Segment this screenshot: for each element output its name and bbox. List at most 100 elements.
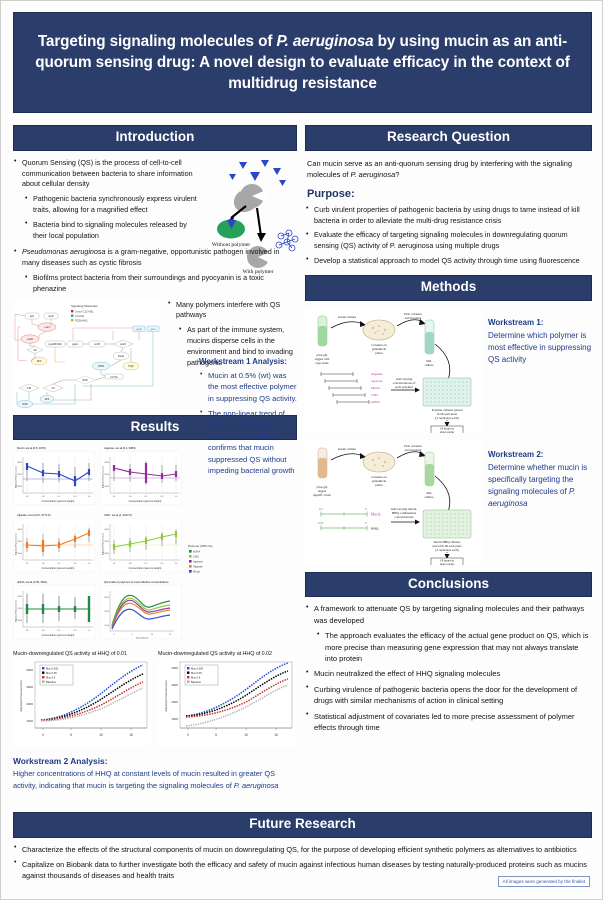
svg-text:pSA-gfp: pSA-gfp bbox=[317, 353, 328, 357]
svg-text:(2 replicates each): (2 replicates each) bbox=[435, 416, 458, 420]
svg-text:plate reader: plate reader bbox=[440, 562, 455, 565]
svg-text:Pick colonies: Pick colonies bbox=[404, 312, 422, 316]
svg-text:1000: 1000 bbox=[171, 717, 178, 721]
svg-text:4000: 4000 bbox=[17, 596, 22, 598]
svg-text:ΔpqsBC strain: ΔpqsBC strain bbox=[312, 493, 332, 497]
chart-cmc-dose-response: CMC: est at (1, 4027.6) bbox=[99, 513, 183, 577]
workstream2-label: Workstream 2: bbox=[488, 449, 544, 459]
chart-title: Mucin: est at (0.5, 3476) bbox=[17, 446, 46, 451]
polymer-sub-bullet-list: As part of the immune system, mucins dis… bbox=[178, 325, 297, 368]
purpose-bullets: Curb virulent properties of pathogenic b… bbox=[305, 204, 592, 267]
svg-text:QS-2: QS-2 bbox=[150, 329, 156, 331]
workstream1-label: Workstream 1: bbox=[488, 317, 544, 327]
species-name: P. aeruginosa bbox=[488, 486, 576, 509]
list-item-text: is a gram-negative, opportunistic pathog… bbox=[22, 247, 280, 268]
svg-text:2500: 2500 bbox=[104, 611, 109, 613]
svg-text:10: 10 bbox=[99, 733, 103, 737]
svg-text:18 hours in: 18 hours in bbox=[440, 558, 454, 562]
list-item: Pseudomonas aeruginosa is a gram-negativ… bbox=[13, 247, 297, 269]
analysis-heading: Workstream 1 Analysis: bbox=[199, 357, 287, 366]
svg-text:rhlI: rhlI bbox=[51, 387, 55, 390]
chart-title: Mucin-downregulated QS activity at HHQ o… bbox=[158, 651, 272, 658]
analysis-text: Higher concentrations of HHQ at constant… bbox=[13, 768, 297, 790]
list-item: Develop a statistical approach to model … bbox=[305, 255, 592, 267]
svg-text:PqsE: PqsE bbox=[118, 354, 124, 358]
svg-text:4000: 4000 bbox=[26, 668, 33, 672]
chart-title: eDNA: est at (0.05, 3521) bbox=[17, 580, 48, 585]
agent-label-hhq: HHQ bbox=[371, 526, 379, 530]
page-title: Targeting signaling molecules of P. aeru… bbox=[32, 31, 573, 94]
methods-figure-workstream2: pSA-gfp tagged ΔpqsBC strain streak cult… bbox=[305, 439, 483, 566]
right-column: Research Question Can mucin serve as an … bbox=[305, 125, 592, 737]
svg-text:0.1: 0.1 bbox=[57, 563, 61, 565]
svg-text:0.5: 0.5 bbox=[73, 563, 77, 565]
chart-alginate-dose-response: Alginate: est at (0.5, 3771.6) bbox=[12, 513, 96, 577]
list-item: Pathogenic bacteria synchronously expres… bbox=[24, 194, 199, 216]
analysis-heading: Workstream 2 Analysis: bbox=[13, 756, 108, 767]
svg-text:3500: 3500 bbox=[104, 474, 109, 476]
svg-text:Pick colonies: Pick colonies bbox=[404, 444, 422, 448]
workstream2-text: Determine whether mucin is specifically … bbox=[488, 462, 592, 511]
chart-xlabel: Time (hours) bbox=[136, 637, 149, 640]
results-small-multiples: Mucin: est at (0.5, 3476) bbox=[12, 446, 183, 644]
svg-text:pqsABCDE: pqsABCDE bbox=[48, 342, 61, 346]
svg-text:1.0: 1.0 bbox=[87, 496, 91, 498]
svg-text:3500: 3500 bbox=[104, 541, 109, 543]
svg-text:Muc 0.5: Muc 0.5 bbox=[46, 676, 56, 680]
svg-text:1.0: 1.0 bbox=[174, 496, 178, 498]
svg-text:3500: 3500 bbox=[17, 474, 22, 476]
svg-text:rhlI: rhlI bbox=[33, 348, 37, 352]
polymer-label-cmc: CMC bbox=[371, 393, 379, 397]
svg-text:0.5: 0.5 bbox=[73, 496, 77, 498]
svg-text:3500: 3500 bbox=[17, 541, 22, 543]
list-item: Characterize the effects of the structur… bbox=[13, 843, 592, 855]
svg-text:3000: 3000 bbox=[17, 553, 22, 555]
svg-text:0.5: 0.5 bbox=[160, 496, 164, 498]
svg-text:4000: 4000 bbox=[17, 462, 22, 464]
svg-text:PQS: PQS bbox=[128, 364, 134, 368]
svg-text:0.5: 0.5 bbox=[319, 507, 323, 511]
svg-text:Agarose: Agarose bbox=[193, 560, 204, 564]
svg-text:3-oxo-C12-HSL: 3-oxo-C12-HSL bbox=[75, 309, 94, 313]
svg-text:4000: 4000 bbox=[104, 462, 109, 464]
list-item: The non-linear trend of fluorescence acr… bbox=[199, 408, 297, 476]
section-header-research-question: Research Question bbox=[305, 125, 592, 151]
section-header-conclusions: Conclusions bbox=[305, 571, 592, 598]
future-research-content: Characterize the effects of the structur… bbox=[13, 843, 592, 881]
svg-text:10: 10 bbox=[244, 733, 248, 737]
list-item: Mucin at 0.5% (wt) was the most effectiv… bbox=[199, 369, 297, 404]
svg-text:plates: plates bbox=[375, 351, 383, 355]
chart-legend: Muc 0.005 Muc 0.05 Muc 0.5 Baseline bbox=[39, 665, 74, 686]
label-without-polymer: Without polymer bbox=[212, 242, 250, 248]
svg-text:Colonies on: Colonies on bbox=[371, 475, 387, 479]
svg-text:1.0: 1.0 bbox=[87, 563, 91, 565]
chart-hhq-001: Mucin-downregulated QS activity at HHQ o… bbox=[13, 651, 152, 751]
introduction-content: Without polymer With polymer bbox=[13, 157, 299, 295]
chart-agarose-dose-response: Agarose: est at (0.1, 3684) bbox=[99, 446, 183, 510]
workstream2-charts: Mucin-downregulated QS activity at HHQ o… bbox=[13, 651, 297, 751]
svg-text:LasR: LasR bbox=[27, 337, 33, 341]
workstream2-text-pre: Determine whether mucin is specifically … bbox=[488, 462, 588, 496]
chart-ylabel: Adjusted Fluorescence bbox=[102, 533, 105, 556]
svg-text:0.5: 0.5 bbox=[73, 630, 77, 632]
svg-text:.01: .01 bbox=[25, 563, 29, 565]
svg-text:18 hours in: 18 hours in bbox=[440, 426, 454, 430]
polymer-bullet-list: Many polymers interfere with QS pathways bbox=[167, 299, 297, 322]
svg-text:1000: 1000 bbox=[26, 719, 33, 723]
svg-text:3000: 3000 bbox=[104, 553, 109, 555]
svg-text:streak culture: streak culture bbox=[338, 447, 357, 451]
svg-text:Colonies on: Colonies on bbox=[371, 343, 387, 347]
workstream1-description: Workstream 1: Determine which polymer is… bbox=[488, 308, 592, 366]
list-item: Mucin neutralized the effect of HHQ sign… bbox=[305, 668, 592, 679]
conclusions-bullets: A framework to attenuate QS by targeting… bbox=[305, 603, 592, 626]
svg-text:Muc 0.05: Muc 0.05 bbox=[191, 671, 202, 675]
svg-text:gentamicin: gentamicin bbox=[372, 347, 387, 351]
section-header-introduction: Introduction bbox=[13, 125, 297, 151]
chart-ylabel: Adjusted Fluorescence bbox=[102, 466, 105, 489]
svg-text:Muc 0.5: Muc 0.5 bbox=[191, 676, 201, 680]
svg-text:Polymer cultures placed: Polymer cultures placed bbox=[432, 408, 463, 412]
list-item: Many polymers interfere with QS pathways bbox=[167, 299, 297, 322]
results-analysis: Polymer (95% CI) eDNA CMC Agarose Algina… bbox=[188, 446, 297, 644]
species-name: Pseudomonas aeruginosa bbox=[22, 247, 106, 257]
svg-text:QS-R: QS-R bbox=[136, 329, 142, 331]
